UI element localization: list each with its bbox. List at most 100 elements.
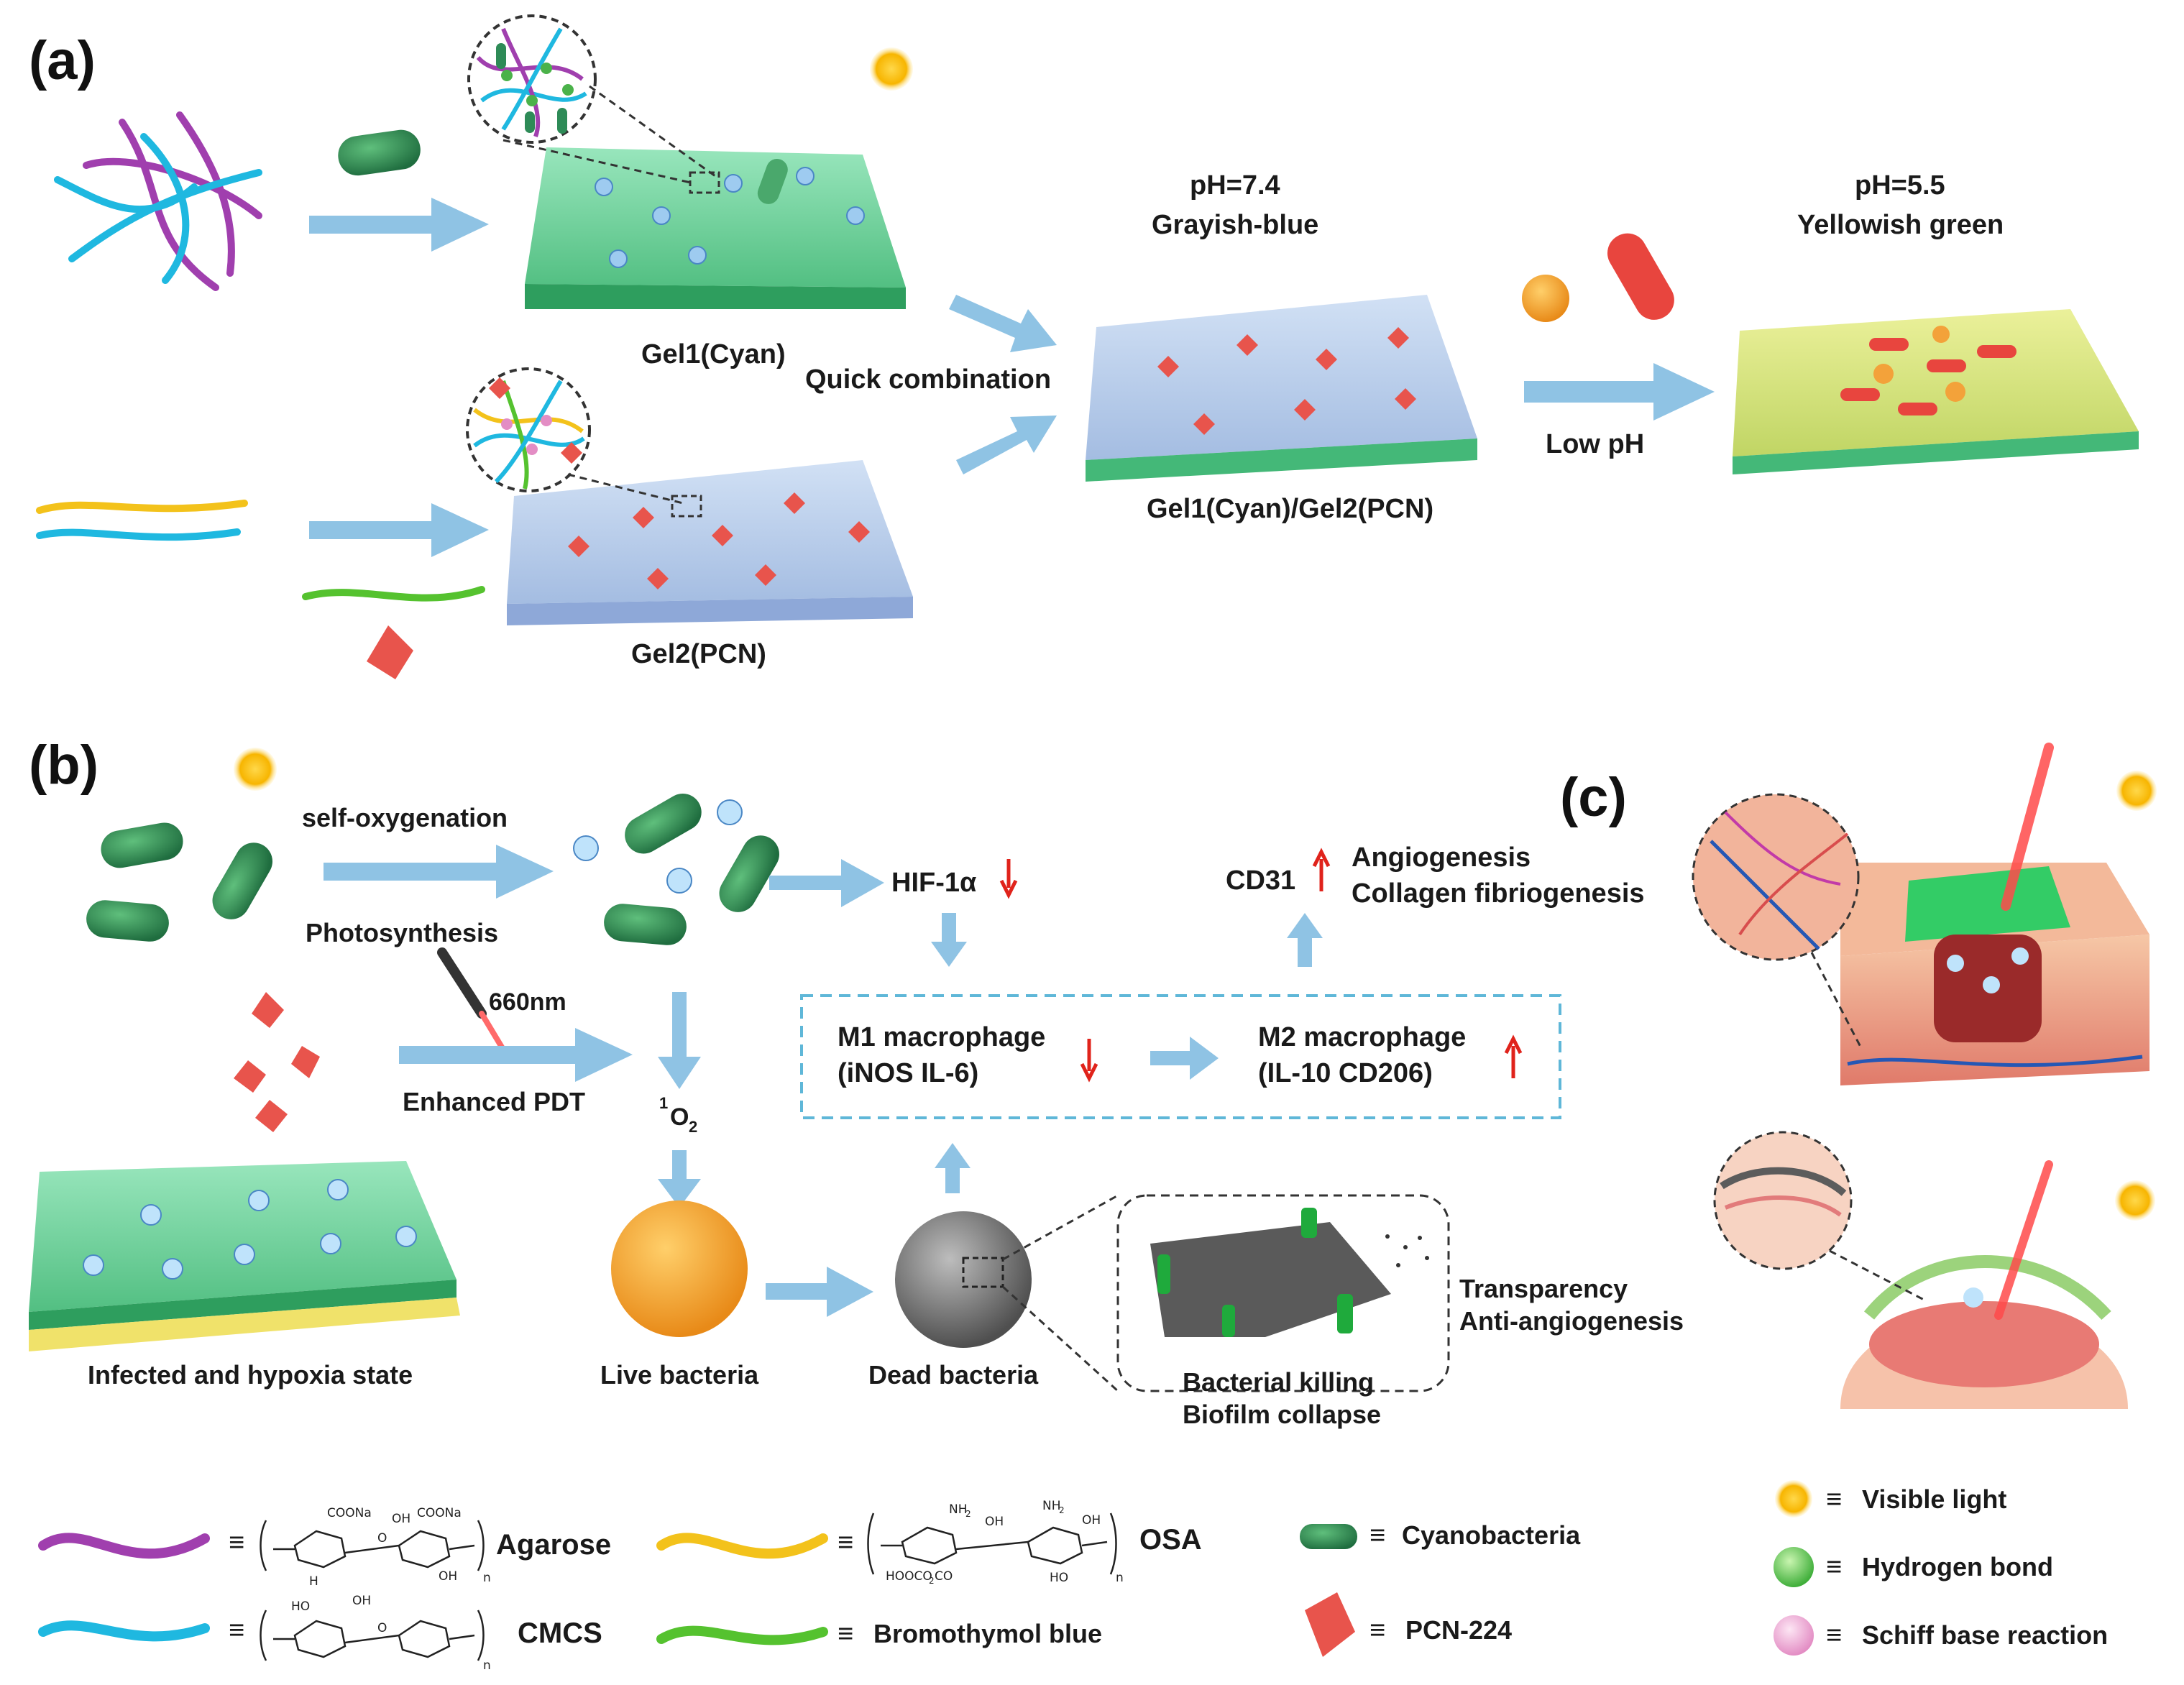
- svg-text:n: n: [483, 1571, 491, 1585]
- osa-cmcs-strands: [36, 500, 485, 602]
- m2-macrophage-label: M2 macrophage: [1258, 1022, 1466, 1052]
- cmcs-legend-strand: [38, 1620, 210, 1642]
- arrow-combine-upper: [949, 295, 1057, 352]
- bacterium-rod-icon: [1607, 233, 1674, 320]
- sun-icon: [870, 47, 913, 91]
- svg-text:NH: NH: [1042, 1499, 1061, 1513]
- cd31-up-arrow: [1312, 848, 1331, 891]
- vessel-zoom: [1692, 793, 1863, 1050]
- arrow-to-gel1: [309, 198, 489, 252]
- bromothymol-label: Bromothymol blue: [873, 1619, 1102, 1648]
- equiv-symbol: ≡: [1369, 1615, 1385, 1645]
- quick-combination-label: Quick combination: [805, 364, 1051, 395]
- agarose-structure-icon: [260, 1520, 485, 1571]
- m2-markers-label: (IL-10 CD206): [1258, 1058, 1433, 1088]
- gel1-label: Gel1(Cyan): [641, 339, 786, 369]
- cd31-label: CD31: [1226, 866, 1295, 896]
- hydrogen-bond-label: Hydrogen bond: [1862, 1552, 2053, 1581]
- collagen-label: Collagen fibriogenesis: [1352, 878, 1645, 909]
- oxygenated-cyanobacteria: [573, 794, 779, 945]
- svg-text:H: H: [309, 1574, 318, 1589]
- svg-text:CO: CO: [935, 1569, 953, 1584]
- svg-text:HO: HO: [1050, 1571, 1068, 1585]
- equiv-symbol: ≡: [229, 1615, 244, 1645]
- m1-macrophage-label: M1 macrophage: [838, 1022, 1045, 1052]
- osa-label: OSA: [1139, 1524, 1202, 1556]
- pcn224-crystals: [234, 992, 320, 1132]
- low-ph-label: Low pH: [1546, 429, 1644, 459]
- cyanobacteria-group: [86, 822, 272, 942]
- arrow-kill: [766, 1267, 873, 1317]
- arrow-enhanced-pdt: [399, 1028, 633, 1082]
- agarose-cmcs-strands: [54, 111, 262, 291]
- biofilm-collapse-label: Biofilm collapse: [1183, 1400, 1381, 1429]
- hif-down-arrow: [999, 859, 1018, 899]
- arrow-to-hif: [769, 859, 884, 907]
- svg-text:O: O: [377, 1531, 387, 1546]
- panel-label-c: (c): [1560, 767, 1627, 828]
- combined-gel-label: Gel1(Cyan)/Gel2(PCN): [1147, 494, 1433, 524]
- eye-cornea-model: [1840, 1160, 2128, 1409]
- infected-hypoxia-slab: [29, 1161, 460, 1351]
- equiv-symbol: ≡: [1826, 1620, 1842, 1650]
- ph74-label: pH=7.4: [1190, 170, 1280, 201]
- svg-text:COONa: COONa: [417, 1506, 462, 1520]
- svg-text:n: n: [483, 1658, 491, 1673]
- laser-pointer-icon: [437, 947, 506, 1052]
- svg-text:OH: OH: [1082, 1513, 1101, 1528]
- cmcs-label: CMCS: [518, 1617, 602, 1649]
- svg-text:HO: HO: [291, 1599, 310, 1614]
- bacterium-sphere-icon: [1522, 275, 1569, 322]
- angiogenesis-label: Angiogenesis: [1352, 842, 1531, 873]
- bacterial-killing-label: Bacterial killing: [1183, 1367, 1374, 1397]
- svg-text:2: 2: [929, 1576, 935, 1586]
- panel-label-a: (a): [29, 30, 96, 91]
- enhanced-pdt-label: Enhanced PDT: [403, 1087, 585, 1116]
- singlet-oxygen-label: 1 O 2: [659, 1094, 697, 1136]
- gel2-network-zoom: [466, 367, 702, 518]
- cyanobacteria-label: Cyanobacteria: [1402, 1520, 1581, 1550]
- svg-text:2: 2: [1059, 1505, 1065, 1515]
- svg-text:HOOCO: HOOCO: [886, 1569, 932, 1584]
- cmcs-structure-icon: [260, 1610, 485, 1661]
- arrow-to-singlet-oxygen: [658, 992, 701, 1089]
- osa-legend-strand: [656, 1533, 828, 1559]
- m1-markers-label: (iNOS IL-6): [838, 1058, 978, 1088]
- cmcs-structure-labels: HO OH O n: [291, 1594, 491, 1673]
- gel2-slab: [507, 460, 913, 625]
- visible-light-label: Visible light: [1862, 1484, 2006, 1514]
- svg-text:2: 2: [965, 1509, 971, 1519]
- agarose-legend-strand: [38, 1533, 210, 1559]
- arrow-hif-down: [931, 913, 967, 967]
- arrow-combine-lower: [956, 415, 1057, 474]
- svg-text:OH: OH: [352, 1594, 371, 1608]
- schiff-base-legend-icon: [1774, 1615, 1814, 1656]
- gel2-label: Gel2(PCN): [631, 639, 766, 669]
- arrow-to-gel2: [309, 503, 489, 557]
- schiff-base-label: Schiff base reaction: [1862, 1620, 2108, 1650]
- svg-text:n: n: [1116, 1571, 1124, 1585]
- live-bacteria-label: Live bacteria: [600, 1360, 759, 1390]
- sun-icon: [2116, 771, 2157, 811]
- macrophage-box: [800, 994, 1561, 1119]
- svg-text:1: 1: [659, 1094, 668, 1112]
- combined-gel-slab: [1086, 295, 1477, 482]
- ph55-color-label: Yellowish green: [1797, 210, 2004, 240]
- svg-text:O: O: [377, 1621, 387, 1635]
- arrow-to-cd31: [1287, 913, 1323, 967]
- svg-text:OH: OH: [985, 1515, 1004, 1529]
- svg-text:2: 2: [689, 1118, 697, 1136]
- arrow-photosynthesis: [324, 845, 554, 899]
- pcn224-legend-icon: [1305, 1592, 1355, 1657]
- equiv-symbol: ≡: [1369, 1520, 1385, 1551]
- eye-zoom: [1713, 1131, 1927, 1303]
- gel1-network-zoom: [467, 14, 720, 194]
- visible-light-legend-icon: [1775, 1480, 1812, 1518]
- agarose-structure-labels: COONa OH COONa O H OH n: [309, 1506, 491, 1589]
- osa-structure-labels: NH 2 NH 2 OH OH HOOCO 2 CO HO n: [886, 1499, 1124, 1586]
- m1-down-arrow: [1080, 1039, 1098, 1083]
- svg-text:NH: NH: [949, 1502, 968, 1517]
- ph55-label: pH=5.5: [1855, 170, 1945, 201]
- m2-up-arrow: [1504, 1034, 1523, 1078]
- infected-state-label: Infected and hypoxia state: [88, 1360, 413, 1390]
